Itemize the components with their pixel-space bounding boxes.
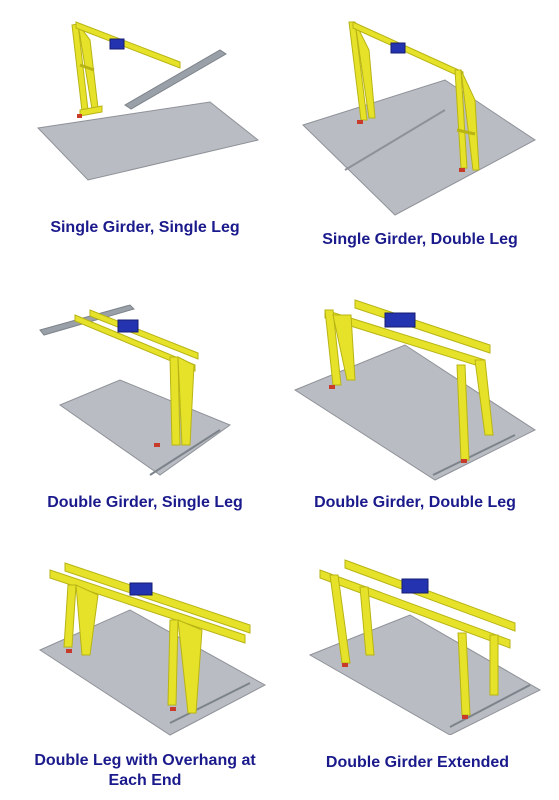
crane-panel-double-girder-extended: Double Girder Extended	[290, 555, 545, 775]
panel-caption: Double Girder, Double Leg	[314, 494, 516, 511]
crane-illustration	[302, 21, 536, 216]
panel-caption: Single Girder, Double Leg	[322, 231, 518, 248]
crane-panel-single-girder-single-leg: Single Girder, Single Leg	[30, 10, 270, 236]
crane-panel-double-girder-double-leg: Double Girder, Double Leg	[285, 285, 545, 515]
panel-caption: Double Leg with Overhang at Each End	[34, 752, 256, 789]
panel-caption: Double Girder Extended	[325, 754, 510, 771]
crane-illustration	[38, 562, 267, 736]
crane-panel-double-girder-single-leg: Double Girder, Single Leg	[30, 285, 270, 515]
crane-illustration	[39, 304, 232, 476]
crane-illustration	[36, 21, 260, 181]
crane-illustration	[293, 299, 537, 481]
panel-caption: Double Girder, Single Leg	[47, 494, 243, 511]
crane-panel-double-leg-overhang: Double Leg with Overhang at Each End	[20, 555, 270, 795]
crane-panel-single-girder-double-leg: Single Girder, Double Leg	[295, 10, 545, 250]
crane-illustration	[308, 559, 542, 735]
panel-caption: Single Girder, Single Leg	[50, 219, 240, 236]
